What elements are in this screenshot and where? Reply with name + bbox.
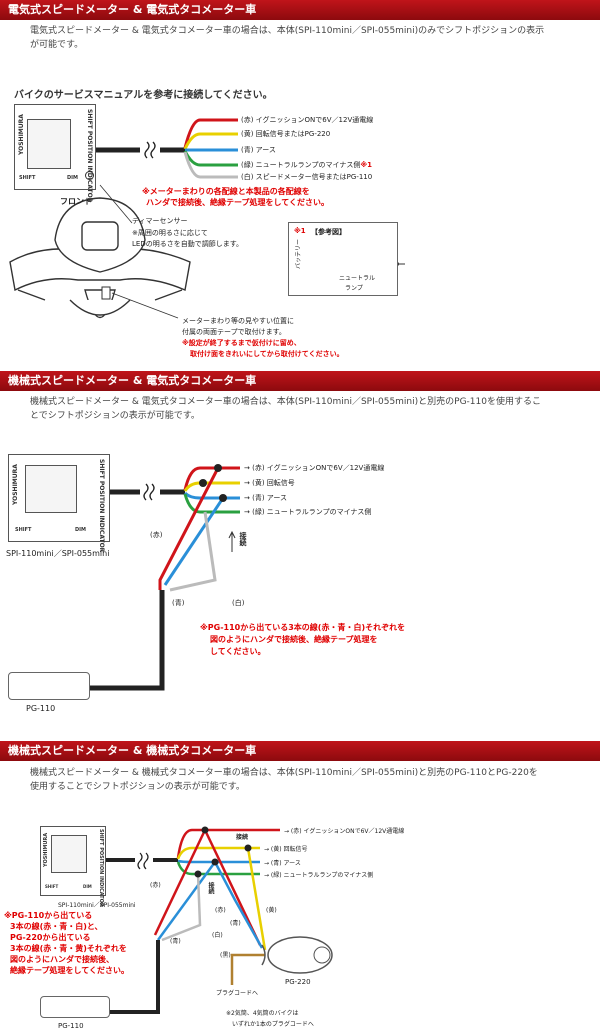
indicator-screen [27,119,71,169]
pg-note: ※PG-110から出ている [4,911,93,920]
pg220-red-label: (赤) [215,907,226,914]
pg220-blue-label: (青) [230,920,241,927]
pg110-red-label: (赤) [150,531,163,539]
section-1-subtitle: バイクのサービスマニュアルを参考に接続してください。 [14,90,273,101]
section-3-header: 機械式スピードメーター & 機械式タコメーター車 [0,741,600,761]
connect-label: 接続 [207,882,214,894]
pg110-box [40,996,110,1018]
indicator-device: YOSHIMURA SHIFT POSITION INDICATOR SHIFT… [14,104,96,202]
indicator-screen [51,835,87,873]
shift-button-label: SHIFT [45,884,59,889]
brand-logo: YOSHIMURA [12,464,19,505]
wire-label-yellow: → (黄) 回転信号 [264,846,308,853]
wire-label-blue: → (青) アース [244,494,288,502]
dimmer-sensor-title: ディマーセンサー [132,217,188,225]
pg-note: 3本の線(赤・青・黄)それぞれを [10,944,127,953]
section-1-header: 電気式スピードメーター & 電気式タコメーター車 [0,0,600,20]
connect-label: 接続 [239,532,247,546]
wire-label-yellow: → (黄) 回転信号 [244,479,295,487]
plug-note: ※2気筒、4気筒のバイクは [226,1010,299,1017]
dim-button-label: DIM [67,175,78,181]
pg220-label: PG-220 [285,978,311,986]
reference-mark: ※1 [294,227,306,235]
front-label: フロント [60,197,92,206]
pg-note: 3本の線(赤・青・白)と、 [10,922,103,931]
device-model-label: SPI-110mini／SPI-055mini [58,902,136,909]
brand-logo: YOSHIMURA [43,832,49,867]
wire-label-green-text: (緑) ニュートラルランプのマイナス側 [241,161,361,169]
section-1-description: 電気式スピードメーター & 電気式タコメーター車の場合は、本体(SPI-110m… [30,24,544,52]
shift-button-label: SHIFT [15,527,32,533]
section-2-header: 機械式スピードメーター & 電気式タコメーター車 [0,371,600,391]
wire-label-green: → (緑) ニュートラルランプのマイナス側 [264,872,374,879]
mount-warning: 取付け面をきれいにしてから取付けてください。 [190,350,344,358]
connect-label: 接続 [236,834,249,841]
pg110-box [8,672,90,700]
pg220-yellow-label: (黄) [266,907,277,914]
desc-line: とでシフトポジションの表示が可能です。 [30,411,200,421]
pg110-note: 図のようにハンダで接続後、絶縁テープ処理を [210,635,378,644]
pg110-label: PG-110 [26,704,56,713]
dimmer-sensor-note: ※周囲の明るさに応じて [132,229,208,237]
reference-title: 【参考図】 [311,228,346,236]
plug-note: いずれか1本のプラグコードへ [232,1021,314,1028]
section-2-description: 機械式スピードメーター & 電気式タコメーター車の場合は、本体(SPI-110m… [30,395,541,423]
indicator-device: YOSHIMURA SHIFT POSITION INDICATOR SHIFT… [40,826,106,907]
indicator-device: YOSHIMURA SHIFT POSITION INDICATOR SHIFT… [8,454,110,552]
pg-note: 絶縁テープ処理をしてください。 [10,966,130,975]
wire-label-blue: (青) アース [241,146,276,154]
wire-label-red: → (赤) イグニッションONで6V／12V通電線 [244,464,385,472]
battery-label: バッテリー [295,238,302,269]
desc-line: が可能です。 [30,40,84,50]
pg-note: 図のようにハンダで接続後、 [10,955,114,964]
wire-label-green: (緑) ニュートラルランプのマイナス側※1 [241,160,372,170]
dim-button-label: DIM [83,884,92,889]
pg110-blue-label: (青) [172,599,185,607]
dimmer-sensor-note: LEDの明るさを自動で調節します。 [132,240,244,248]
mount-warning: ※設定が終了するまで仮付けに留め、 [182,339,301,347]
note-mark: ※1 [360,161,373,169]
desc-line: 機械式スピードメーター & 機械式タコメーター車の場合は、本体(SPI-110m… [30,768,538,778]
pg110-white-label: (白) [232,599,245,607]
device-side-text: SHIFT POSITION INDICATOR [86,109,93,203]
device-model-label: SPI-110mini／SPI-055mini [6,549,110,558]
reference-figure: ※1 【参考図】 バッテリー ニュートラル ランプ [288,222,398,296]
desc-line: 使用することでシフトポジションの表示が可能です。 [30,782,245,792]
mount-note: 付属の両面テープで取付けます。 [182,328,286,336]
brand-logo: YOSHIMURA [18,114,25,155]
section-3-description: 機械式スピードメーター & 機械式タコメーター車の場合は、本体(SPI-110m… [30,766,538,794]
neutral-lamp-label: ニュートラル [339,275,376,282]
wire-label-yellow: (黄) 回転信号またはPG-220 [241,130,331,138]
mount-note: メーターまわり等の見やすい位置に [182,317,294,325]
indicator-screen [25,465,77,513]
wire-label-blue: → (青) アース [264,860,301,867]
pg110-blue-label: (青) [170,938,181,945]
desc-line: 電気式スピードメーター & 電気式タコメーター車の場合は、本体(SPI-110m… [30,26,545,36]
neutral-lamp-label: ランプ [345,285,363,292]
wire-label-red: → (赤) イグニッションONで6V／12V通電線 [284,828,405,835]
plug-cord-label: プラグコードへ [216,990,259,997]
pg-note: PG-220から出ている [10,933,91,942]
wire-label-white: (白) スピードメーター信号またはPG-110 [241,173,373,181]
pg110-red-label: (赤) [150,882,161,889]
shift-button-label: SHIFT [19,175,36,181]
wiring-warning: ハンダで接続後、絶縁テープ処理をしてください。 [146,198,330,207]
pg110-white-label: (白) [212,932,223,939]
wire-label-red: (赤) イグニッションONで6V／12V通電線 [241,116,374,124]
dim-sensor-icon [85,171,94,180]
desc-line: 機械式スピードメーター & 電気式タコメーター車の場合は、本体(SPI-110m… [30,397,541,407]
pg110-note: ※PG-110から出ている3本の線(赤・青・白)それぞれを [200,623,406,632]
wire-label-green: → (緑) ニュートラルランプのマイナス側 [244,508,372,516]
device-side-text: SHIFT POSITION INDICATOR [98,459,105,553]
device-side-text: SHIFT POSITION INDICATOR [98,829,104,907]
dim-button-label: DIM [75,527,86,533]
pg110-note: してください。 [210,647,266,656]
wiring-warning: ※メーターまわりの各配線と本製品の各配線を [142,187,310,196]
pg220-black-label: (黒) [220,952,231,959]
pg110-label: PG-110 [58,1022,84,1030]
